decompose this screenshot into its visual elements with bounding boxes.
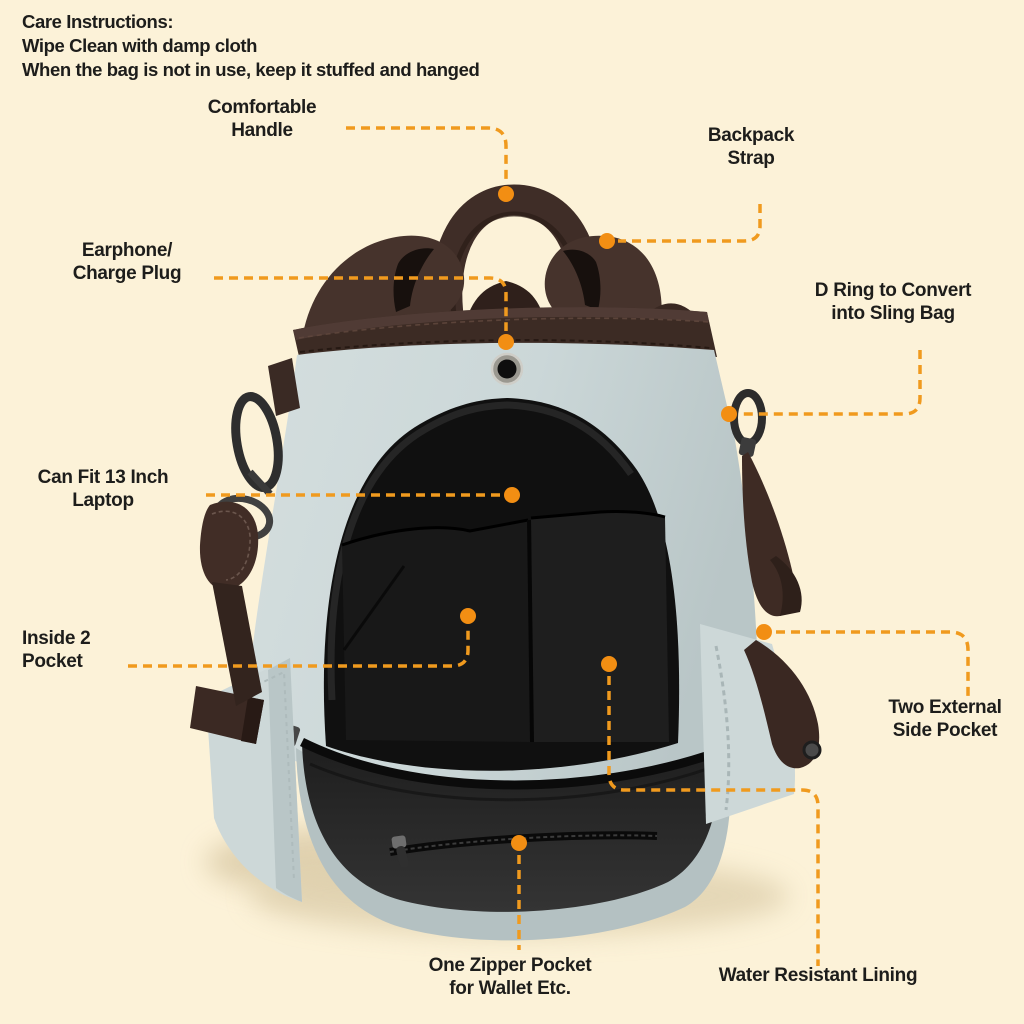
label-external-side-pocket: Two External Side Pocket bbox=[888, 697, 1002, 741]
earphone-grommet bbox=[490, 352, 524, 386]
label-inside-pocket: Inside 2 Pocket bbox=[22, 628, 91, 672]
leader-dot-backpack-strap bbox=[599, 233, 615, 249]
leader-line-d-ring bbox=[740, 350, 922, 416]
bag-interior bbox=[323, 398, 680, 771]
label-laptop-fit: Can Fit 13 Inch Laptop bbox=[37, 467, 169, 511]
leader-dot-earphone bbox=[498, 334, 514, 350]
leader-line-inside-pocket bbox=[128, 628, 470, 668]
label-earphone-charge-plug: Earphone/ Charge Plug bbox=[72, 240, 182, 284]
leader-dot-water-resistant bbox=[601, 656, 617, 672]
leader-dot-laptop bbox=[504, 487, 520, 503]
label-water-resistant-lining: Water Resistant Lining bbox=[718, 965, 918, 986]
leader-dot-side-pocket bbox=[756, 624, 772, 640]
label-comfortable-handle: Comfortable Handle bbox=[207, 97, 317, 141]
care-instructions: Care Instructions: Wipe Clean with damp … bbox=[22, 11, 480, 80]
leader-line-backpack-strap bbox=[618, 204, 762, 243]
leader-dot-d-ring bbox=[721, 406, 737, 422]
leader-dot-zipper-pocket bbox=[511, 835, 527, 851]
label-backpack-strap: Backpack Strap bbox=[707, 125, 795, 169]
right-side-pocket bbox=[700, 624, 822, 824]
label-zipper-pocket: One Zipper Pocket for Wallet Etc. bbox=[428, 955, 592, 999]
leader-dot-comfortable-handle bbox=[498, 186, 514, 202]
leader-line-earphone bbox=[214, 276, 508, 331]
label-d-ring-sling: D Ring to Convert into Sling Bag bbox=[814, 280, 972, 324]
leader-line-side-pocket bbox=[776, 630, 970, 696]
leader-line-water-resistant bbox=[607, 676, 820, 966]
leader-line-comfortable-handle bbox=[346, 126, 508, 184]
leader-dot-inside-pocket bbox=[460, 608, 476, 624]
left-strap-carabiner bbox=[199, 358, 300, 706]
